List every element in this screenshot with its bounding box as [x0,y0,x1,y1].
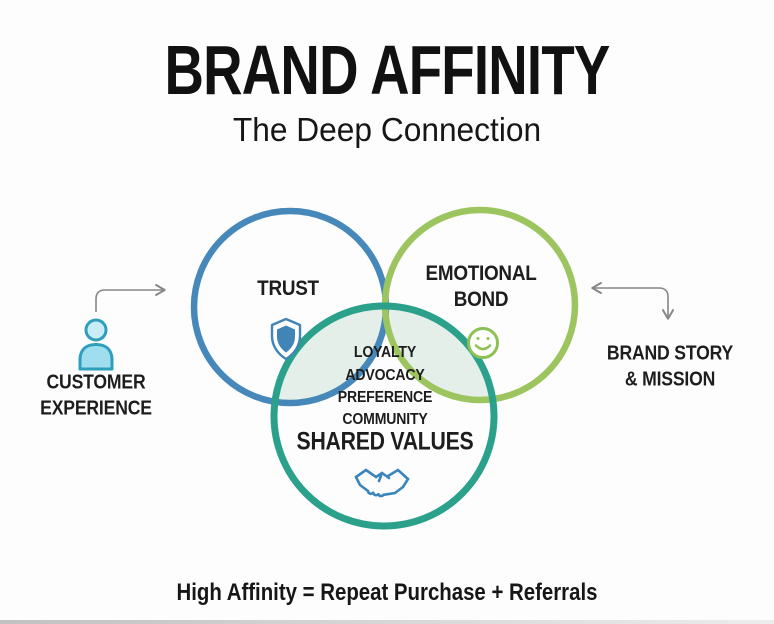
person-icon [78,318,114,371]
trust-circle-label: TRUST [257,276,319,300]
overlap-item-preference: PREFERENCE [337,389,433,406]
right-arrow [591,281,675,320]
footer-statement: High Affinity = Repeat Purchase + Referr… [176,579,598,606]
customer-experience-label: CUSTOMER EXPERIENCE [40,371,152,419]
page-title: BRAND AFFINITY [164,31,610,109]
emotional-bond-circle-label: EMOTIONAL BOND [425,261,537,311]
bottom-edge-shadow [0,620,774,624]
shared-values-circle [270,302,498,530]
page-subtitle: The Deep Connection [232,111,542,148]
shared-values-circle-label: SHARED VALUES [296,427,474,456]
brand-story-mission-label: BRAND STORY & MISSION [606,342,734,390]
overlap-item-community: COMMUNITY [342,411,428,428]
overlap-item-loyalty: LOYALTY [353,344,417,361]
left-arrow [95,283,166,312]
shield-icon [270,317,302,361]
handshake-icon [354,468,410,498]
overlap-item-advocacy: ADVOCACY [345,367,425,384]
smiley-icon [467,327,499,359]
